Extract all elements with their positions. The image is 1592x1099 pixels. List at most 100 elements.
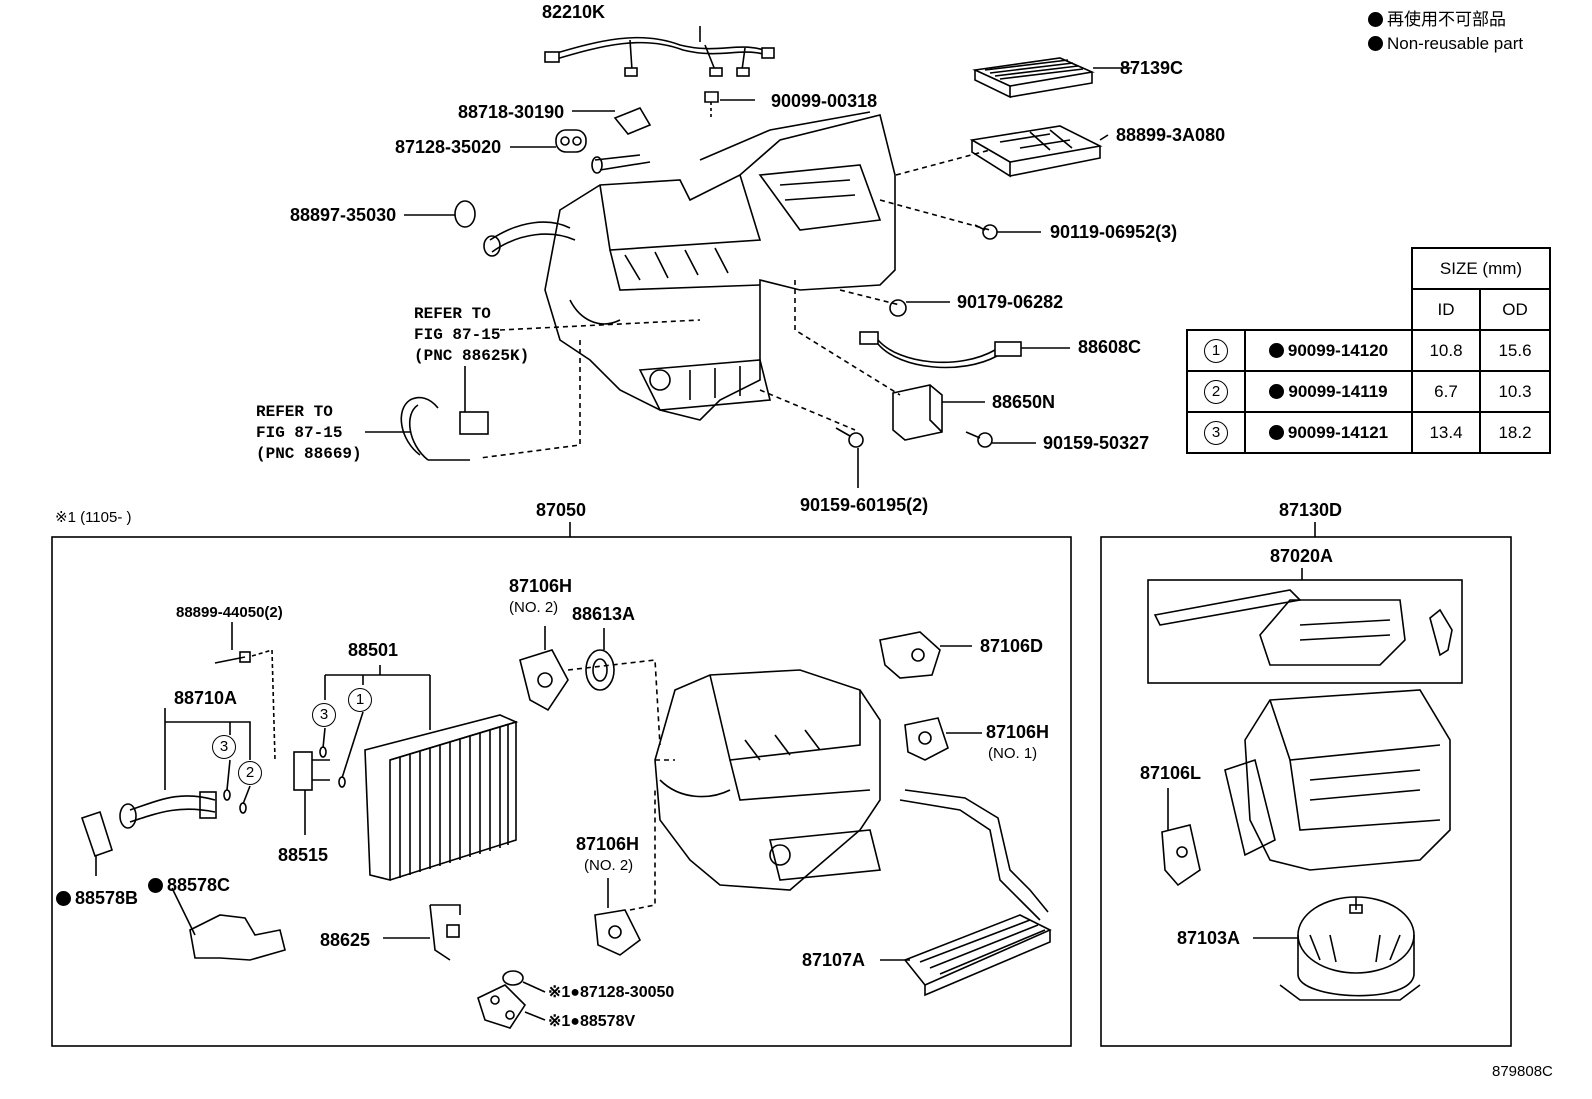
row-part: 90099-14119	[1288, 381, 1388, 401]
row-number: 2	[1204, 379, 1228, 404]
refer-note-88669: REFER TO FIG 87-15 (PNC 88669)	[256, 403, 362, 463]
row-od: 18.2	[1479, 411, 1551, 454]
servo-87106L	[1161, 824, 1201, 887]
oring-marker-2: 2	[238, 761, 262, 785]
size-table-subheader-row: ID OD	[1187, 288, 1551, 331]
assembly-box-87130D	[1100, 536, 1512, 1047]
label-82210K: 82210K	[542, 2, 606, 22]
row-number: 3	[1204, 420, 1228, 445]
row-id: 6.7	[1411, 370, 1481, 413]
legend-jp-text: 再使用不可部品	[1387, 10, 1506, 29]
label-87020A: 87020A	[1270, 546, 1334, 566]
label-88625: 88625	[320, 930, 371, 950]
label-88578V: ※1●88578V	[548, 1013, 636, 1030]
row-od: 10.3	[1479, 370, 1551, 413]
table-row: 1 90099-14120 10.8 15.6	[1186, 329, 1551, 372]
label-87106H-right: 87106H	[986, 722, 1050, 742]
size-table-header-row: SIZE (mm)	[1187, 247, 1551, 290]
seal-87128-30050	[502, 970, 524, 986]
dashed-guides-lower	[567, 659, 675, 911]
leader-lines-lower	[95, 622, 982, 1021]
oring-marker-1: 1	[348, 688, 372, 712]
bolt-88899-44050	[214, 649, 276, 761]
col-od: OD	[1479, 288, 1551, 331]
blower-case	[1224, 689, 1451, 871]
label-88899-44050: 88899-44050(2)	[176, 604, 283, 621]
blower-motor-87103A	[1279, 896, 1421, 1001]
label-90119-06952: 90119-06952(3)	[1050, 222, 1178, 242]
label-88710A: 88710A	[174, 688, 238, 708]
legend-en-text: Non-reusable part	[1387, 34, 1524, 53]
figure-code: 879808C	[1492, 1063, 1553, 1080]
size-header: SIZE (mm)	[1411, 247, 1551, 290]
filter-case-88899-3A080	[969, 125, 1103, 178]
row-id: 13.4	[1411, 411, 1481, 454]
table-row: 2 90099-14119 6.7 10.3	[1186, 370, 1551, 413]
gear-88613A	[585, 649, 615, 691]
sub-box-87020A	[1147, 579, 1463, 684]
size-table: SIZE (mm) ID OD 1 90099-14120 10.8 15.6 …	[1186, 247, 1551, 454]
label-87139C: 87139C	[1120, 58, 1184, 78]
cases-87020A	[1153, 589, 1453, 666]
expansion-valve-88515	[293, 751, 330, 791]
leader-lines-right	[1167, 788, 1298, 939]
label-87106H-bottom: 87106H	[576, 834, 640, 854]
label-87050: 87050	[536, 500, 587, 520]
row-number: 1	[1204, 338, 1228, 363]
row-id: 10.8	[1411, 329, 1481, 372]
label-90159-50327: 90159-50327	[1043, 433, 1150, 453]
cushion-88578B	[80, 810, 113, 858]
pipe-88625	[429, 904, 461, 961]
col-id: ID	[1411, 288, 1481, 331]
pipe-88710A	[119, 791, 217, 829]
servo-87106H-right	[904, 717, 949, 761]
clamp-88718	[591, 107, 652, 174]
servo-87106H-top	[519, 649, 569, 712]
label-no2-top: (NO. 2)	[509, 599, 559, 616]
label-88578C-text: 88578C	[167, 875, 231, 895]
row-part: 90099-14121	[1287, 422, 1389, 442]
servo-87106H-bottom	[594, 909, 642, 956]
refer-note-88625K: REFER TO FIG 87-15 (PNC 88625K)	[414, 305, 530, 365]
label-no1: (NO. 1)	[988, 745, 1038, 762]
cushion-88578V	[477, 984, 527, 1029]
label-88897-35030: 88897-35030	[290, 205, 397, 225]
oring-marker-3a: 3	[312, 703, 336, 727]
label-87128-35020: 87128-35020	[395, 137, 502, 157]
label-87107A: 87107A	[802, 950, 866, 970]
label-87128-30050: ※1●87128-30050	[548, 984, 675, 1001]
label-87106L: 87106L	[1140, 763, 1202, 783]
label-88650N: 88650N	[992, 392, 1056, 412]
row-part: 90099-14120	[1287, 340, 1389, 360]
label-90159-60195: 90159-60195(2)	[800, 495, 929, 515]
leader-lines-top	[365, 26, 1132, 488]
note-1105: ※1 (1105- )	[55, 509, 132, 526]
hose-88669	[400, 396, 489, 461]
row-od: 15.6	[1479, 329, 1551, 372]
label-88718-30190: 88718-30190	[458, 102, 565, 122]
fasteners-top	[835, 224, 998, 448]
legend-en: Non-reusable part	[1368, 34, 1523, 54]
label-88613A: 88613A	[572, 604, 636, 624]
heater-core-87107A	[899, 789, 1052, 997]
legend-jp: 再使用不可部品	[1368, 10, 1506, 30]
hvac-unit-lower	[654, 669, 882, 891]
label-87130D: 87130D	[1279, 500, 1343, 520]
label-88501: 88501	[348, 640, 399, 660]
amplifier-88650N	[892, 384, 943, 441]
table-row: 3 90099-14121 13.4 18.2	[1186, 411, 1551, 454]
screw-90099-00318	[704, 91, 719, 120]
hvac-unit-upper	[544, 111, 896, 421]
label-87106D: 87106D	[980, 636, 1044, 656]
label-88578B: 88578B	[56, 888, 138, 908]
label-88515: 88515	[278, 845, 329, 865]
air-filter-87139C	[972, 57, 1095, 99]
dashed-guides-top	[479, 149, 991, 459]
pipe-88897	[454, 200, 576, 257]
wire-harness-82210K	[544, 36, 775, 77]
evaporator-88501	[364, 714, 519, 882]
label-87106H-top: 87106H	[509, 576, 573, 596]
seal-87128-35020	[555, 129, 587, 153]
label-no2-bottom: (NO. 2)	[584, 857, 634, 874]
